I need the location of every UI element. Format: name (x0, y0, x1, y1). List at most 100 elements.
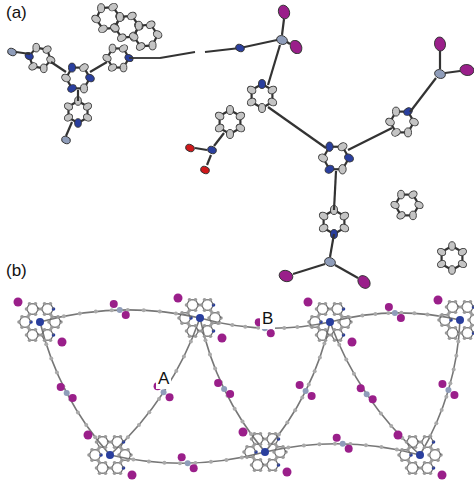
cluster-atom (339, 338, 343, 342)
linker-atom (44, 342, 48, 346)
cluster-atom (49, 312, 53, 316)
cluster-atom (113, 435, 117, 439)
linker-atom (126, 435, 130, 439)
cluster-atom (43, 312, 47, 316)
bond (195, 148, 207, 150)
cluster-atom (316, 325, 320, 329)
linker-atom (412, 311, 416, 315)
cluster-atom (446, 323, 450, 327)
linker-chain (265, 322, 330, 452)
linker-atom (189, 339, 193, 343)
atom-ellipsoid (404, 128, 411, 137)
bond (335, 265, 358, 278)
iodine-atom (385, 303, 393, 311)
cluster-atom (423, 461, 427, 465)
cluster-atom (469, 300, 473, 304)
cluster-atom (17, 320, 21, 324)
iodine-atom (214, 379, 222, 387)
cluster-atom (318, 338, 322, 342)
bond (293, 264, 325, 274)
atom-ellipsoid (200, 165, 211, 175)
atom-ellipsoid (288, 38, 304, 56)
cluster-atom (274, 432, 278, 436)
cluster-atom (463, 310, 467, 314)
cluster-atom (469, 326, 473, 330)
cluster-atom (43, 328, 47, 332)
zinc-atom (221, 386, 227, 392)
atom-ellipsoid (408, 190, 419, 200)
cluster-atom (194, 334, 198, 338)
cluster-atom (460, 305, 464, 309)
cluster-atom (274, 468, 278, 472)
atom-ellipsoid (436, 247, 447, 257)
zinc-atom (340, 441, 346, 447)
atom-ellipsoid (98, 4, 105, 13)
iodine-atom (304, 298, 313, 307)
bond (129, 57, 160, 59)
cluster-atom (209, 334, 213, 338)
cluster-atom (194, 298, 198, 302)
atom-ellipsoid (276, 4, 291, 21)
linker-atom (448, 381, 452, 385)
iodine-atom (122, 311, 130, 319)
linker-atom (49, 357, 53, 361)
atom-ellipsoid (75, 119, 82, 128)
atom-ellipsoid (258, 104, 265, 113)
atom-ellipsoid (337, 141, 349, 152)
cluster-atom (194, 324, 198, 328)
cluster-atom (265, 437, 269, 441)
iodine-atom (174, 294, 183, 303)
cluster-atom (104, 445, 108, 449)
atom-ellipsoid (339, 223, 350, 234)
atom-ellipsoid (78, 62, 89, 73)
atom-ellipsoid (116, 32, 127, 43)
cluster-atom (259, 458, 263, 462)
linker-atom (456, 340, 460, 344)
atom-ellipsoid (114, 12, 125, 23)
cluster-atom (333, 312, 337, 316)
linker-atom (147, 460, 151, 464)
linker-atom (203, 338, 207, 342)
iodine-atom (84, 431, 93, 440)
bond (445, 71, 460, 73)
linker-atom (110, 308, 114, 312)
atom-ellipsoid (326, 142, 333, 151)
cluster-atom (28, 338, 32, 342)
linker-atom (452, 368, 456, 372)
cluster-atom (56, 315, 60, 319)
linker-atom (157, 397, 161, 401)
linker-atom (386, 311, 390, 315)
iodine-atom (369, 395, 377, 403)
linker-atom (243, 325, 247, 329)
atom-ellipsoid (133, 20, 144, 31)
iodine-atom (110, 300, 118, 308)
cluster-atom (324, 302, 328, 306)
cluster-atom (25, 333, 29, 337)
bond (334, 171, 336, 210)
linker-atom (78, 312, 82, 316)
cluster-atom (245, 445, 249, 449)
cluster-atom (253, 432, 257, 436)
cluster-atom (324, 328, 328, 332)
atom-ellipsoid (214, 123, 225, 134)
atom-ellipsoid (135, 41, 146, 52)
cluster-atom (429, 471, 433, 475)
atom-ellipsoid (235, 111, 246, 122)
iodine-atom (166, 393, 174, 401)
bond (16, 52, 30, 54)
cluster-atom (113, 445, 117, 449)
zinc-atom (445, 387, 451, 393)
atom-ellipsoid (246, 97, 257, 108)
atom-ellipsoid (449, 266, 456, 275)
bond (51, 62, 66, 72)
cluster-atom (203, 334, 207, 338)
linker-atom (333, 442, 337, 446)
iodine-atom (57, 383, 65, 391)
linker-atom (62, 314, 66, 318)
atom-ellipsoid (60, 73, 71, 84)
linker-atom (428, 434, 432, 438)
atom-ellipsoid (61, 135, 72, 145)
atom-ellipsoid (258, 80, 265, 89)
atom-ellipsoid (318, 211, 329, 222)
linker-chain (110, 318, 200, 455)
